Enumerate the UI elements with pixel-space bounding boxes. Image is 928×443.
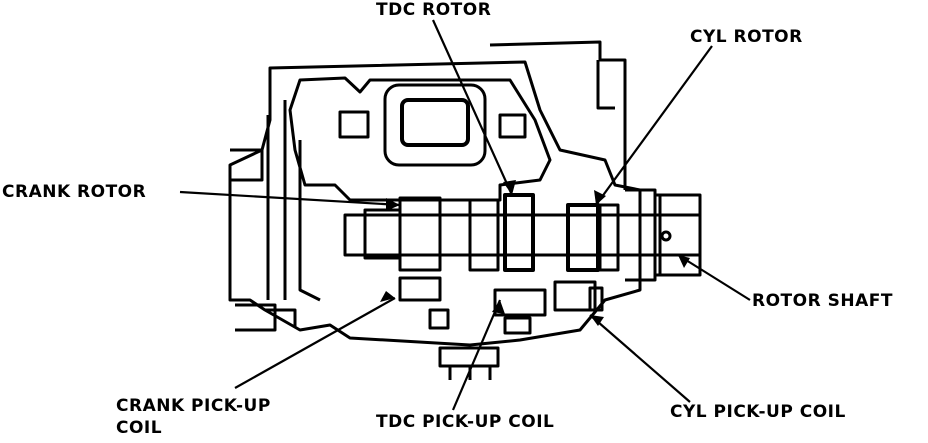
cyl-rotor: [566, 203, 600, 272]
crank-pickup-coil-shape: [398, 276, 442, 302]
cyl-pickup-coil-shape: [553, 280, 597, 312]
window-inner: [400, 98, 470, 147]
leader-tdc-pickup: [451, 299, 502, 411]
crank-rotor: [398, 196, 442, 272]
leader-crank-pickup: [234, 297, 396, 389]
label-rotor-shaft: ROTOR SHAFT: [752, 291, 893, 311]
label-cyl-pickup-coil: CYL PICK-UP COIL: [670, 402, 846, 422]
window-outer: [383, 83, 487, 167]
label-tdc-rotor: TDC ROTOR: [376, 0, 492, 20]
label-tdc-pickup-coil: TDC PICK-UP COIL: [376, 412, 555, 432]
housing-outline: [228, 60, 642, 347]
shaft: [343, 213, 702, 257]
leader-cyl-pickup: [589, 314, 691, 403]
bottom-connector: [438, 346, 500, 368]
label-crank-pickup-line1: CRANK PICK-UP: [116, 396, 271, 416]
leader-cyl-rotor: [595, 45, 713, 206]
leader-rotor-shaft: [677, 254, 751, 301]
label-crank-rotor: CRANK ROTOR: [2, 182, 147, 202]
leader-tdc-rotor: [431, 19, 514, 196]
upper-flange: [489, 40, 627, 190]
label-crank-pickup-line2: COIL: [116, 418, 163, 438]
tdc-rotor: [503, 193, 535, 272]
leader-crank-rotor: [179, 190, 401, 207]
tdc-pickup-coil-shape: [493, 288, 547, 317]
label-cyl-rotor: CYL ROTOR: [690, 27, 803, 47]
